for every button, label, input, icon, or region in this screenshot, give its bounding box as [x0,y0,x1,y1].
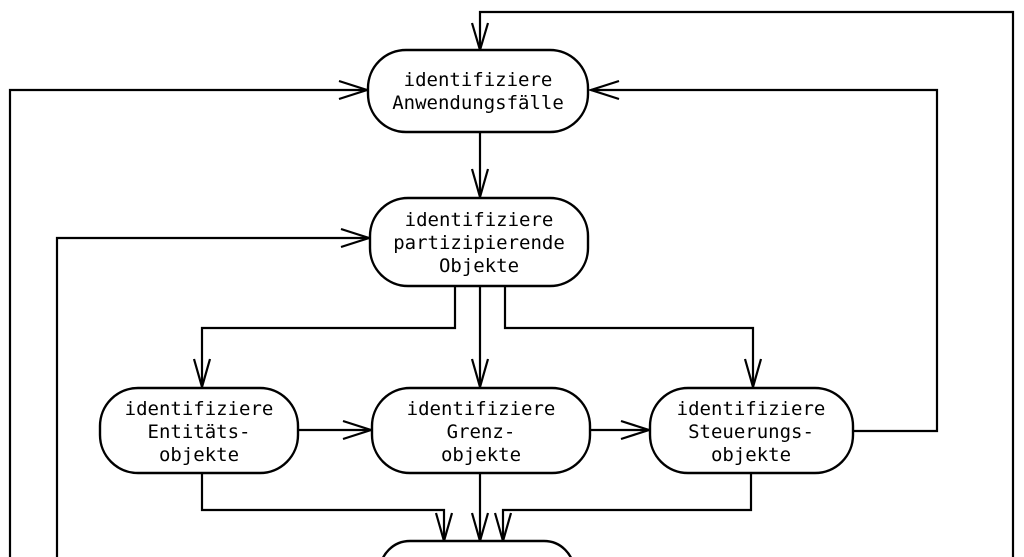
node-label-line: objekte [159,444,239,466]
node-identifiziere-partizipierende-objekte: identifiziere partizipierende Objekte [368,196,590,288]
node-partial-bottom [382,539,572,557]
arrowhead [587,79,620,101]
node-label-line: Anwendungsfälle [392,92,564,114]
node-label-line: objekte [711,444,791,466]
edge-line [503,286,755,386]
edge-line [200,286,457,386]
node-identifiziere-grenzobjekte: identifiziere Grenz- objekte [370,386,592,475]
node-identifiziere-entitaetsobjekte: identifiziere Entitäts- objekte [98,386,300,475]
edge-steuerungs-to-anwendungsfaelle [587,79,939,433]
node-shape [370,386,592,475]
edge-partizipierende-to-entitaets [192,286,457,392]
node-shape [648,386,855,475]
edge-line [55,236,369,557]
edge-line [478,10,1015,557]
node-label-line: identifiziere [677,398,826,420]
edge-line [8,88,367,557]
edge-line [200,473,446,540]
node-shape [382,539,572,557]
edge-grenz-to-steuerungs [590,419,653,441]
node-label-line: identifiziere [404,69,553,91]
node-label-line: Objekte [439,255,519,277]
node-label-line: identifiziere [125,398,274,420]
edge-entitaets-to-bottom-node [200,473,454,546]
edge-left-outer-loop-to-anwendungsfaelle [8,79,371,557]
node-identifiziere-anwendungsfaelle: identifiziere Anwendungsfälle [366,48,590,134]
edge-line [501,473,753,540]
node-label-line: identifiziere [405,209,554,231]
edge-steuerungs-to-bottom-node [493,473,753,546]
node-label-line: partizipierende [393,232,565,254]
node-label-line: objekte [441,444,521,466]
edge-partizipierende-to-steuerungs [503,286,763,392]
node-label-line: Steuerungs- [688,421,814,443]
edge-line [591,88,939,433]
node-identifiziere-steuerungsobjekte: identifiziere Steuerungs- objekte [648,386,855,475]
node-label-line: Entitäts- [148,421,251,443]
node-label-line: identifiziere [407,398,556,420]
node-shape [98,386,300,475]
node-shape [366,48,590,134]
node-label-line: Grenz- [447,421,516,443]
node-shape [368,196,590,288]
edge-entitaets-to-grenz [298,419,375,441]
edge-grenz-to-bottom-node [470,473,490,546]
edge-partizipierende-to-grenz [470,286,490,392]
edge-anwendungsfaelle-to-partizipierende [470,132,490,202]
